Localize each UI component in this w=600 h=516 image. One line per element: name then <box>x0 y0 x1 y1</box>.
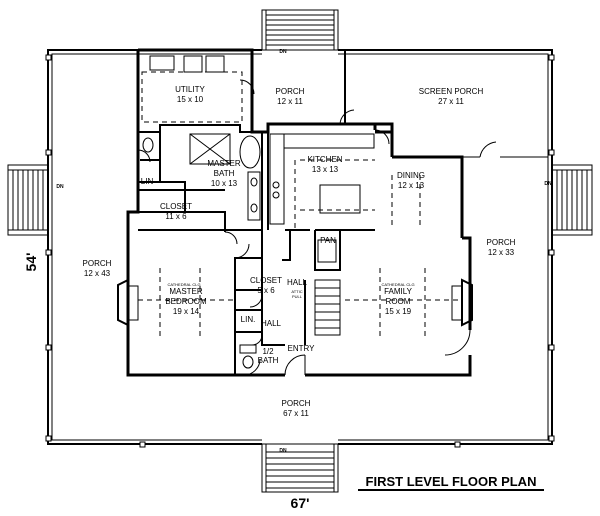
fireplace-left <box>117 278 139 327</box>
svg-text:PULL: PULL <box>292 294 303 299</box>
svg-text:BATH: BATH <box>214 169 235 178</box>
svg-text:HALL: HALL <box>261 319 282 328</box>
svg-text:LIN.: LIN. <box>241 315 256 324</box>
svg-text:PAN: PAN <box>320 236 336 245</box>
svg-text:FIRST LEVEL FLOOR PLAN: FIRST LEVEL FLOOR PLAN <box>366 474 537 489</box>
room-label-lin-upper: LIN <box>141 177 154 186</box>
plan-title: FIRST LEVEL FLOOR PLAN <box>358 474 544 491</box>
svg-text:KITCHEN: KITCHEN <box>307 155 342 164</box>
fireplace-right <box>451 278 473 327</box>
svg-text:DN: DN <box>279 448 287 454</box>
dimension-depth: 54' <box>23 253 39 272</box>
svg-text:10 x 13: 10 x 13 <box>211 179 238 188</box>
svg-text:12 x 43: 12 x 43 <box>84 269 111 278</box>
room-label-master-bath: MASTER BATH 10 x 13 <box>207 159 241 188</box>
svg-text:12 x 13: 12 x 13 <box>398 181 425 190</box>
ceiling-lines <box>138 159 462 340</box>
svg-text:15 x 19: 15 x 19 <box>385 307 412 316</box>
svg-text:ENTRY: ENTRY <box>288 344 316 353</box>
interior-walls <box>138 124 375 375</box>
svg-text:CLOSET: CLOSET <box>160 202 192 211</box>
svg-text:ROOM: ROOM <box>386 297 411 306</box>
exterior-walls <box>126 48 472 377</box>
room-label-porch-bottom: PORCH 67 x 11 <box>282 399 311 418</box>
svg-text:CLOSET: CLOSET <box>250 276 282 285</box>
screen-porch-walls <box>339 50 548 158</box>
room-label-lin-lower: LIN. <box>241 315 256 324</box>
room-label-pan: PAN <box>320 236 336 245</box>
stairs-top: DN <box>261 9 339 55</box>
room-label-hall-lower: HALL <box>261 319 282 328</box>
svg-text:DN: DN <box>279 49 287 55</box>
svg-text:SCREEN PORCH: SCREEN PORCH <box>419 87 484 96</box>
room-label-entry: ENTRY <box>288 344 316 353</box>
dimension-width: 67' <box>291 495 310 511</box>
svg-text:CATHEDRAL CLG: CATHEDRAL CLG <box>381 282 414 287</box>
svg-text:ATTIC: ATTIC <box>291 289 302 294</box>
room-label-master-bedroom: CATHEDRAL CLG MASTER BEDROOM 19 x 14 <box>165 282 207 316</box>
stairs-bottom: DN <box>261 443 339 493</box>
svg-text:MASTER: MASTER <box>169 287 203 296</box>
svg-text:1/2: 1/2 <box>262 347 274 356</box>
svg-text:PORCH: PORCH <box>487 238 516 247</box>
svg-text:19 x 14: 19 x 14 <box>173 307 200 316</box>
svg-text:5 x 6: 5 x 6 <box>257 286 275 295</box>
svg-text:FAMILY: FAMILY <box>384 287 413 296</box>
svg-text:12 x 11: 12 x 11 <box>277 97 303 106</box>
svg-text:PORCH: PORCH <box>83 259 112 268</box>
svg-text:BATH: BATH <box>258 356 279 365</box>
stairs-left: DN <box>7 164 64 236</box>
svg-text:BEDROOM: BEDROOM <box>165 297 207 306</box>
room-label-family-room: CATHEDRAL CLG FAMILY ROOM 15 x 19 <box>381 282 414 316</box>
room-label-kitchen: KITCHEN 13 x 13 <box>307 155 342 174</box>
svg-text:UTILITY: UTILITY <box>175 85 205 94</box>
svg-text:11 x 6: 11 x 6 <box>165 212 187 221</box>
svg-text:DN: DN <box>56 184 64 190</box>
svg-text:PORCH: PORCH <box>282 399 311 408</box>
room-label-porch-top: PORCH 12 x 11 <box>276 87 305 106</box>
svg-text:DN: DN <box>544 181 552 187</box>
stairs-right: DN <box>544 164 593 236</box>
svg-text:15 x 10: 15 x 10 <box>177 95 204 104</box>
svg-text:27 x 11: 27 x 11 <box>438 97 464 106</box>
room-label-screen-porch: SCREEN PORCH 27 x 11 <box>419 87 484 106</box>
svg-text:DINING: DINING <box>397 171 425 180</box>
svg-text:CATHEDRAL CLG: CATHEDRAL CLG <box>167 282 200 287</box>
room-label-porch-left: PORCH 12 x 43 <box>83 259 112 278</box>
room-label-half-bath: 1/2 BATH <box>258 347 279 365</box>
svg-text:LIN: LIN <box>141 177 154 186</box>
svg-text:PORCH: PORCH <box>276 87 305 96</box>
room-label-closet-large: CLOSET 11 x 6 <box>160 202 192 221</box>
room-label-dining: DINING 12 x 13 <box>397 171 425 190</box>
svg-text:12 x 33: 12 x 33 <box>488 248 515 257</box>
svg-text:67 x 11: 67 x 11 <box>283 409 309 418</box>
svg-text:13 x 13: 13 x 13 <box>312 165 339 174</box>
porch-railing <box>45 49 555 448</box>
svg-text:HALL: HALL <box>287 278 308 287</box>
fixtures <box>141 55 375 369</box>
room-label-utility: UTILITY 15 x 10 <box>175 85 205 104</box>
room-label-closet-small: CLOSET 5 x 6 <box>250 276 282 295</box>
room-label-attic-note: ATTIC PULL <box>291 289 302 299</box>
room-label-porch-right: PORCH 12 x 33 <box>487 238 516 257</box>
svg-text:MASTER: MASTER <box>207 159 241 168</box>
room-label-hall-upper: HALL <box>287 278 308 287</box>
